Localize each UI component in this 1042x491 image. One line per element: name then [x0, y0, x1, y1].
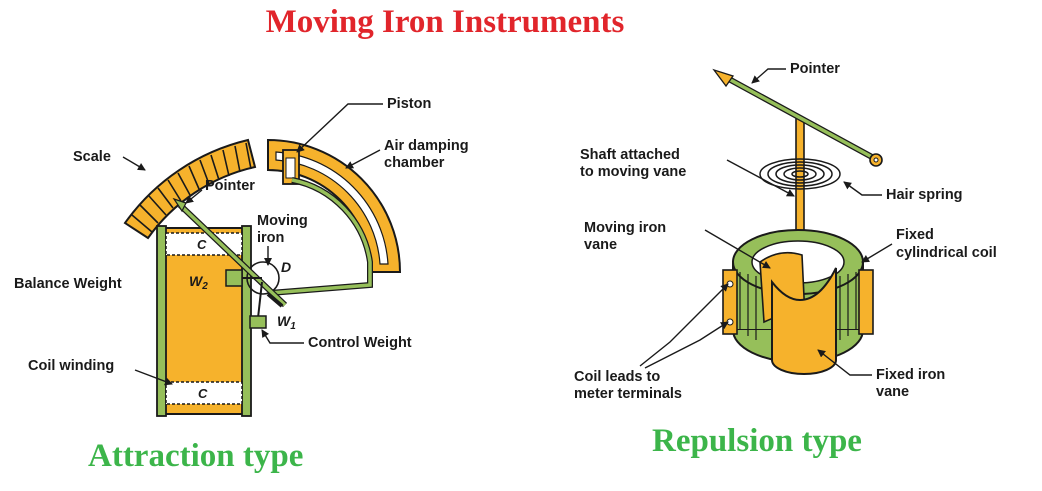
label-air-damping-2: chamber	[384, 155, 445, 171]
label-fixed-coil-2: cylindrical coil	[896, 245, 997, 261]
label-moving-vane-2: vane	[584, 237, 617, 253]
label-w1-sub: 1	[290, 321, 296, 332]
label-scale: Scale	[73, 149, 111, 165]
label-pointer: Pointer	[205, 178, 255, 194]
label-hair-spring: Hair spring	[886, 187, 963, 203]
label-fixed-coil-1: Fixed	[896, 227, 934, 243]
caption-repulsion-type: Repulsion type	[652, 423, 862, 459]
repulsion-diagram: Pointer Shaft attached to moving vane Ha…	[574, 61, 997, 402]
label-fixed-vane-1: Fixed iron	[876, 367, 945, 383]
label-w1-base: W	[277, 313, 292, 329]
label-w2: W2	[189, 273, 208, 292]
label-shaft-2: to moving vane	[580, 164, 686, 180]
label-coil-leads-2: meter terminals	[574, 386, 682, 402]
air-damping-chamber	[267, 138, 402, 296]
label-w2-sub: 2	[201, 281, 208, 292]
page-title: Moving Iron Instruments	[265, 4, 625, 40]
label-fixed-vane-2: vane	[876, 384, 909, 400]
label-piston: Piston	[387, 96, 431, 112]
label-control-weight: Control Weight	[308, 335, 412, 351]
repulsion-pointer	[712, 68, 883, 167]
label-c-top: C	[197, 237, 207, 252]
caption-attraction-type: Attraction type	[88, 438, 304, 474]
scale-arc	[123, 138, 257, 240]
label-repulsion-pointer: Pointer	[790, 61, 840, 77]
label-shaft-1: Shaft attached	[580, 147, 680, 163]
label-moving-iron-2: iron	[257, 230, 284, 246]
label-w2-base: W	[189, 273, 204, 289]
label-moving-iron-1: Moving	[257, 213, 308, 229]
attraction-diagram: Scale Pointer Piston Air damping chamber…	[14, 96, 469, 417]
label-moving-vane-1: Moving iron	[584, 220, 666, 236]
hair-spring	[759, 158, 841, 190]
pivot-assembly	[172, 197, 288, 329]
label-d: D	[281, 259, 291, 275]
label-w1: W1	[277, 313, 296, 332]
label-coil-winding: Coil winding	[28, 358, 114, 374]
label-air-damping-1: Air damping	[384, 138, 469, 154]
label-balance-weight: Balance Weight	[14, 276, 122, 292]
label-coil-leads-1: Coil leads to	[574, 369, 660, 385]
fixed-iron-vane	[771, 267, 837, 375]
label-c-bottom: C	[198, 386, 208, 401]
